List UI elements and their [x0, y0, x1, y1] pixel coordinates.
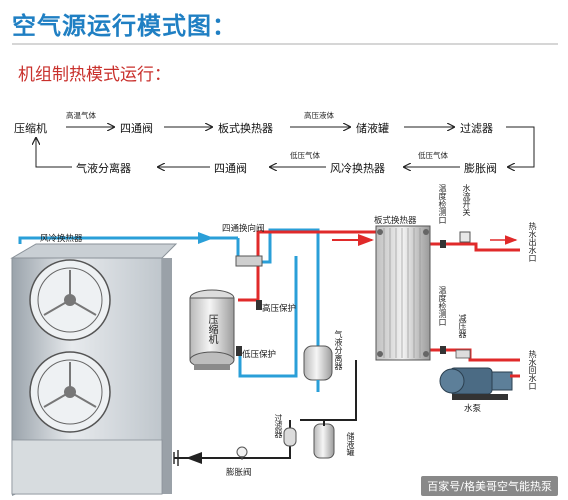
label-low-pressure-protect: 低压保护 [242, 350, 277, 360]
flow-node-compressor: 压缩机 [14, 122, 47, 135]
label-hot-water-out: 热水出水口 [528, 222, 537, 262]
flow-node-air-exchanger: 风冷换热器 [330, 162, 385, 175]
label-pressure-reducer: 减压器 [458, 314, 467, 338]
flow-edge-label-hot-gas: 高温气体 [66, 111, 96, 120]
label-expansion-valve: 膨胀阀 [226, 468, 252, 478]
page-title: 空气源运行模式图： [12, 12, 237, 40]
label-water-flow-switch: 水流开关 [462, 184, 471, 216]
title-divider [12, 43, 558, 45]
flow-node-receiver: 储液罐 [356, 122, 389, 135]
label-gas-liquid-separator: 气液分离器 [334, 330, 343, 370]
label-temp-port-in: 温度检测口 [438, 286, 447, 326]
label-compressor: 压缩机 [206, 314, 217, 344]
label-high-pressure-protect: 高压保护 [262, 304, 297, 314]
flow-node-four-way-valve-bottom: 四通阀 [214, 162, 247, 175]
flow-edge-label-hp-liquid: 高压液体 [304, 111, 334, 120]
label-receiver: 储液罐 [346, 432, 355, 456]
flow-node-plate-exchanger: 板式换热器 [218, 122, 273, 135]
label-temp-port-out: 温度检测口 [438, 184, 447, 224]
flow-node-gas-liquid-separator: 气液分离器 [76, 162, 131, 175]
flow-node-filter: 过滤器 [460, 122, 493, 135]
label-air-exchanger: 风冷换热器 [40, 234, 83, 244]
flow-node-four-way-valve-top: 四通阀 [120, 122, 153, 135]
flow-edge-label-lp-gas-2: 低压气体 [418, 151, 448, 160]
label-water-pump: 水泵 [464, 404, 482, 414]
flow-edge-label-lp-gas-1: 低压气体 [290, 151, 320, 160]
label-filter: 过滤器 [274, 414, 283, 438]
section-subtitle: 机组制热模式运行： [18, 65, 171, 85]
label-hot-water-return: 热水回水口 [528, 350, 537, 390]
watermark: 百家号/格美哥空气能热泵 [421, 476, 558, 496]
flow-node-expansion-valve: 膨胀阀 [464, 162, 497, 175]
label-four-way-valve: 四通换向阀 [222, 224, 265, 234]
label-plate-exchanger: 板式换热器 [374, 216, 417, 226]
